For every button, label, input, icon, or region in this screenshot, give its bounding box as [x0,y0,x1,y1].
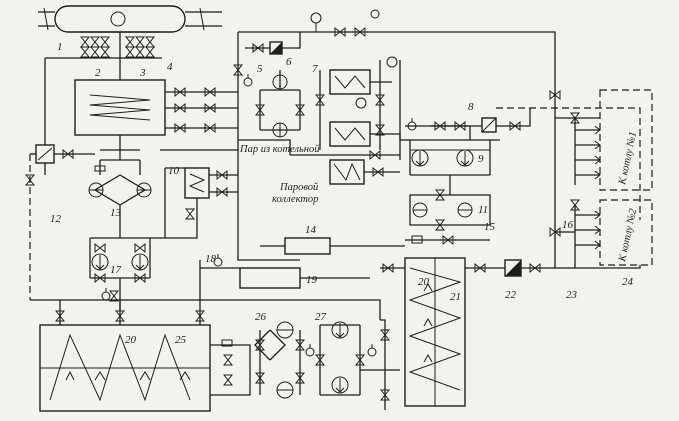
pump-group-11 [405,175,491,245]
num-14: 14 [305,224,317,236]
num-13: 13 [110,207,122,219]
num-24: 24 [622,276,634,288]
heater-10 [150,167,238,239]
drum-outlet-valves [78,31,162,80]
num-21: 21 [450,291,461,303]
exchanger-7 [315,56,401,160]
num-11: 11 [478,204,488,216]
num-25: 25 [175,334,187,346]
num-15: 15 [484,221,496,233]
num-2: 2 [95,67,101,79]
num-17: 17 [110,264,122,276]
heater-3 [74,79,238,160]
num-26: 26 [255,311,267,323]
pump-group-13 [88,159,152,238]
num-7: 7 [312,63,318,75]
num-5: 5 [257,63,263,75]
pump-group-17 [89,237,151,310]
unit-19 [199,253,370,300]
pump-group-27 [305,319,400,410]
pump-group-5 [243,70,305,138]
num-18: 18 [205,253,217,265]
num-6: 6 [286,56,292,68]
label-steam-collector-line2: коллектор [272,194,318,205]
num-19: 19 [306,274,318,286]
boiler-1-feed [555,89,653,191]
pump-group-9 [400,117,500,176]
num-20-column: 20 [418,276,430,288]
column-21 [404,257,466,407]
label-steam-from-boiler: Пар из котельной [239,144,320,155]
num-27: 27 [315,311,327,323]
num-9: 9 [478,153,484,165]
num-8: 8 [468,101,474,113]
bottom-tank [39,324,211,412]
num-4: 4 [167,61,173,73]
num-1: 1 [57,41,63,53]
num-10: 10 [168,165,180,177]
label-to-boiler-2: К котлу №2 [617,207,639,264]
num-12: 12 [50,213,62,225]
num-20-tank: 20 [125,334,137,346]
num-23: 23 [566,289,578,301]
num-3: 3 [139,67,146,79]
unit-14 [260,237,405,255]
pump-group-26 [210,321,305,399]
drum-tank [38,5,222,33]
label-steam-collector-line1: Паровой [279,182,319,193]
num-16: 16 [562,219,574,231]
boiler-2-feed [570,199,653,269]
steam-collector [290,150,400,185]
num-22: 22 [505,289,517,301]
label-to-boiler-1: К котлу №1 [617,131,639,187]
